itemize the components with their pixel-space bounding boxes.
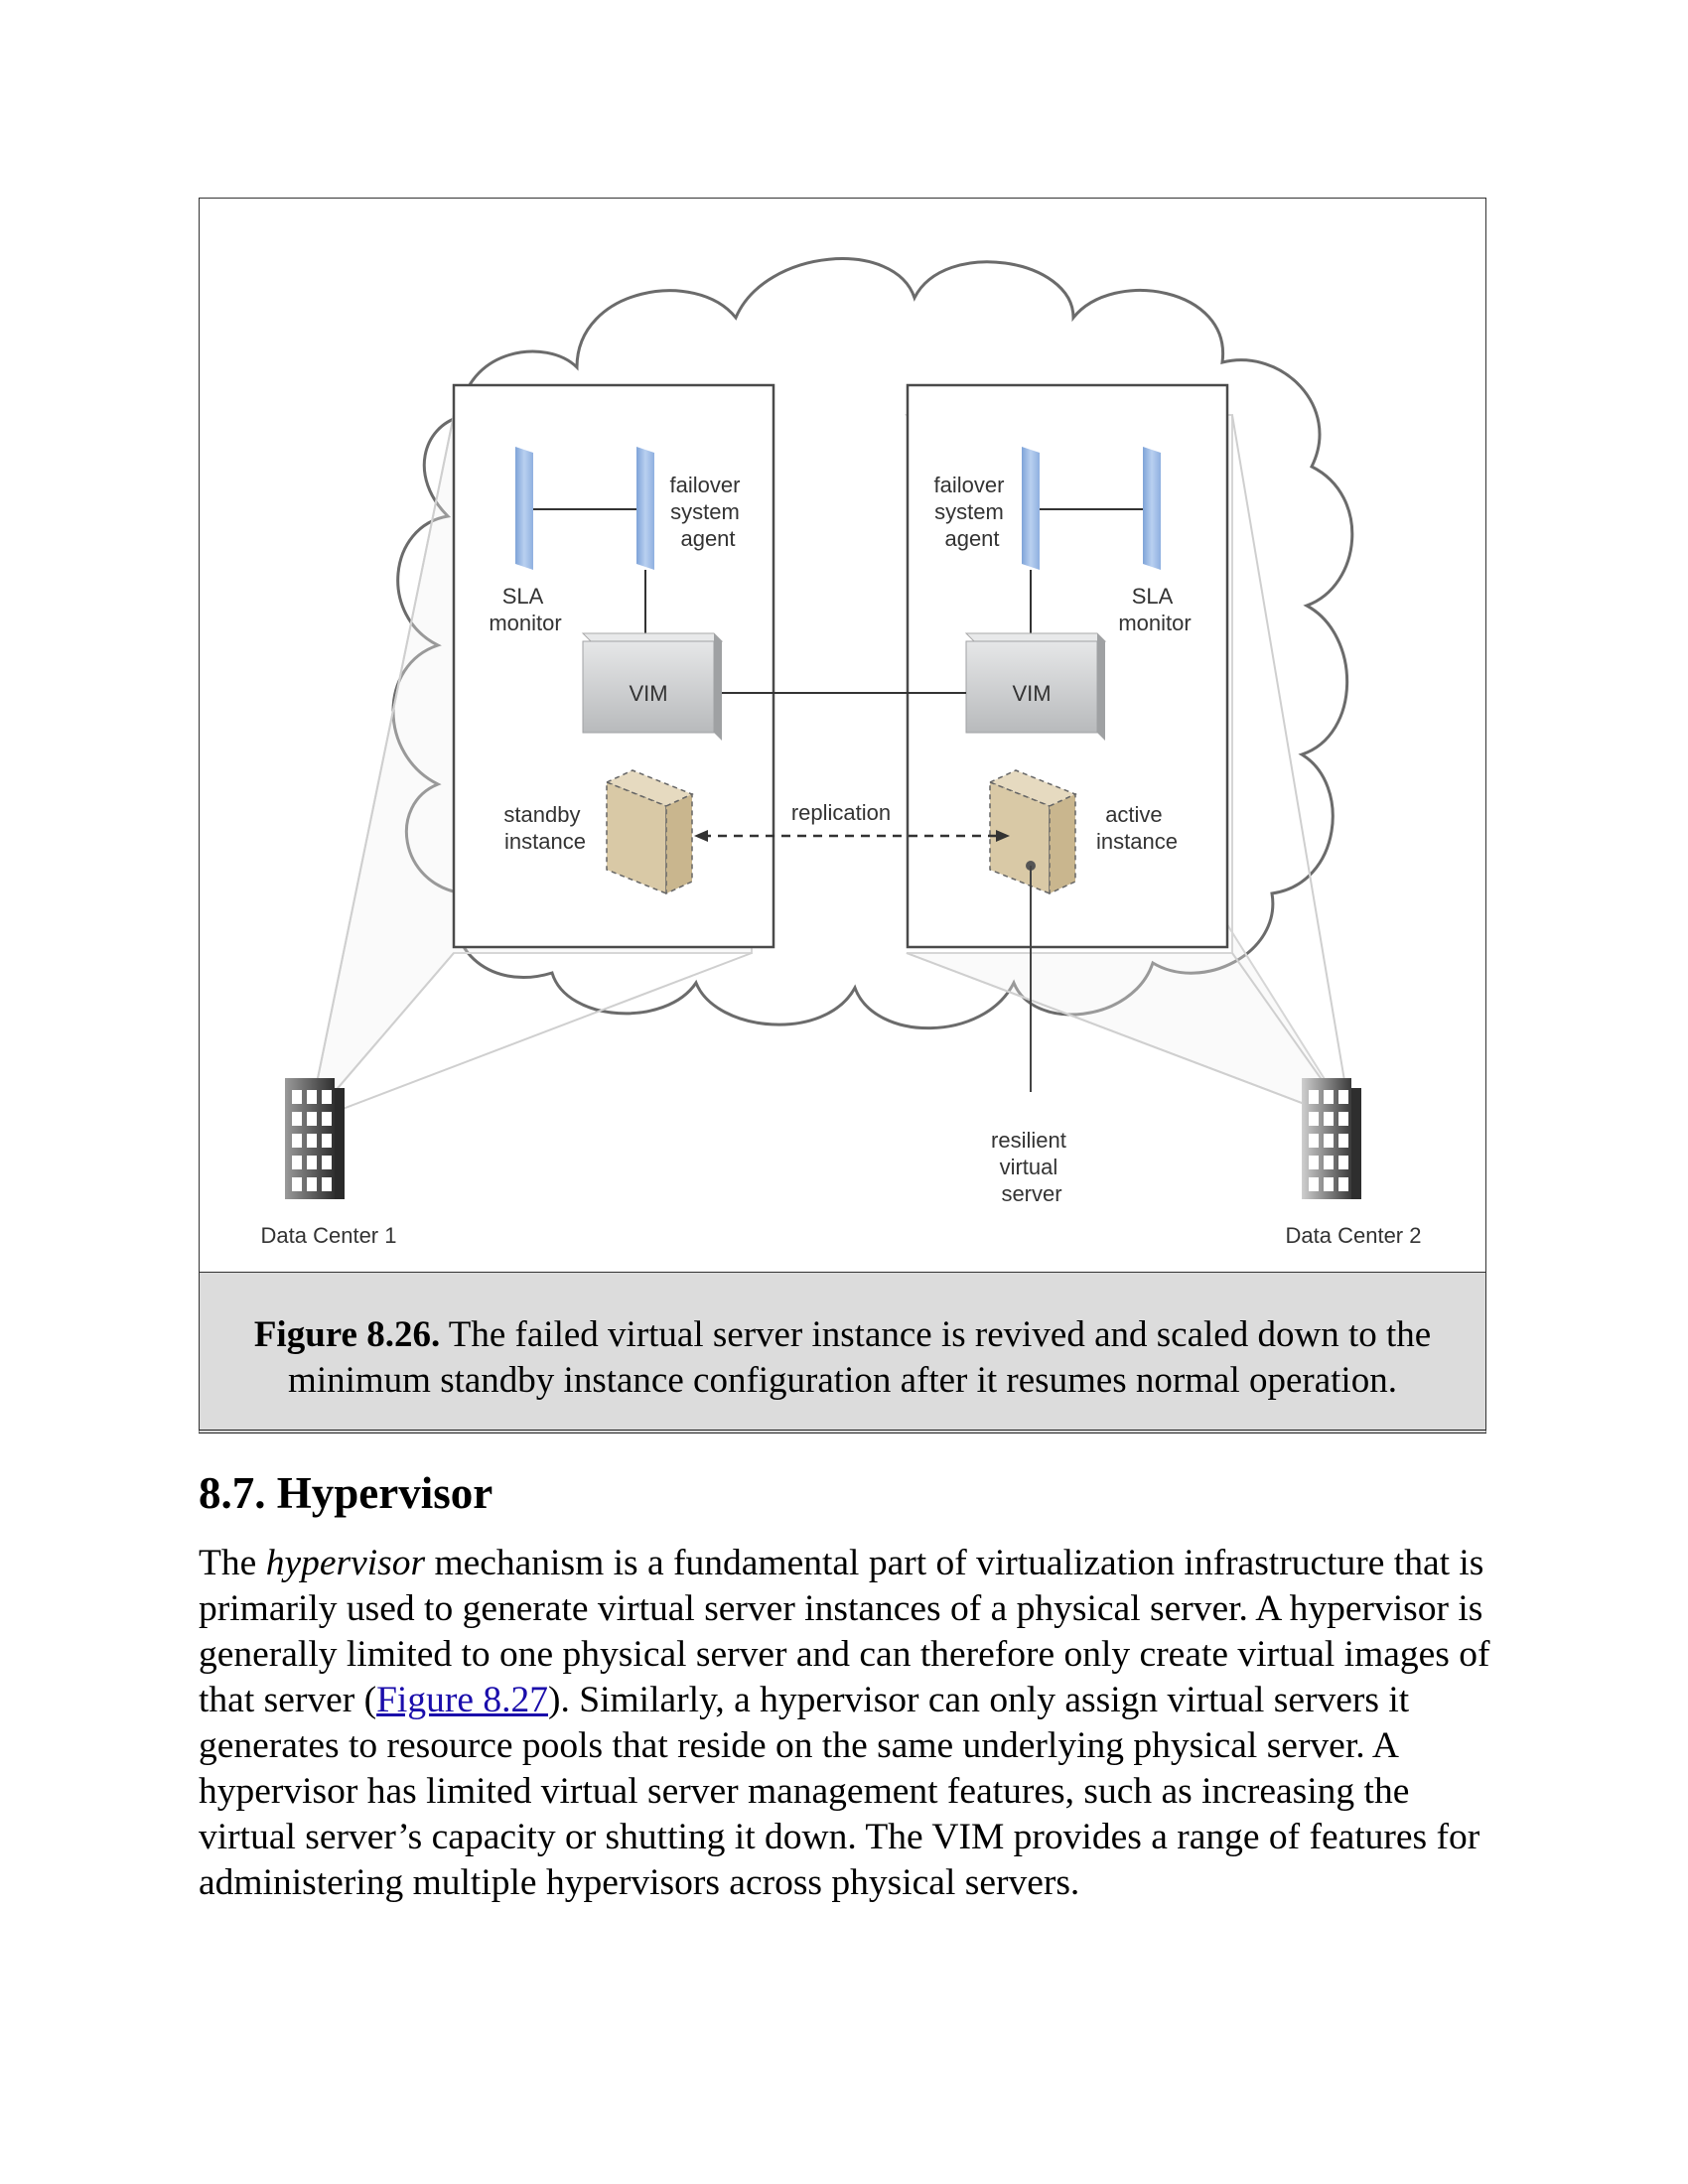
sla-monitor-bar-left (515, 447, 533, 570)
standby-server-icon (605, 769, 694, 895)
building-window (292, 1134, 302, 1148)
building-window (307, 1134, 317, 1148)
building-window (307, 1156, 317, 1169)
building-window (1324, 1112, 1334, 1126)
building-window (1309, 1134, 1319, 1148)
vim-label-left: VIM (629, 681, 667, 706)
emphasis-term: hypervisor (265, 1543, 426, 1583)
building-window (307, 1090, 317, 1104)
data-center-2-label: Data Center 2 (1286, 1223, 1422, 1248)
building-window (1324, 1177, 1334, 1191)
failover-agent-bar-right (1022, 447, 1040, 570)
failover-agent-label-right: failover system agent (933, 473, 1010, 551)
sla-monitor-label-right: SLA monitor (1118, 584, 1191, 635)
data-center-1-label: Data Center 1 (261, 1223, 397, 1248)
building-window (1309, 1177, 1319, 1191)
building-window (322, 1090, 332, 1104)
figure-link[interactable]: Figure 8.27 (376, 1680, 548, 1720)
vim-label-right: VIM (1012, 681, 1051, 706)
building-window (322, 1112, 332, 1126)
sla-monitor-bar-right (1143, 447, 1161, 570)
active-instance-label: active instance (1096, 802, 1178, 854)
paragraph-text: mechanism is a fundamental part of virtu… (199, 1543, 1490, 1720)
building-window (322, 1156, 332, 1169)
section-heading: 8.7. Hypervisor (199, 1468, 493, 1518)
building-window (1309, 1090, 1319, 1104)
building-window (307, 1112, 317, 1126)
body-paragraph: The hypervisor mechanism is a fundamenta… (199, 1541, 1499, 1906)
building-window (1338, 1177, 1348, 1191)
replication-label: replication (791, 800, 891, 825)
building-window (292, 1112, 302, 1126)
paragraph-text: The (199, 1543, 266, 1583)
paragraph-text: ). Similarly, a hypervisor can only assi… (199, 1680, 1480, 1903)
building-window (1338, 1090, 1348, 1104)
projection-rays (308, 414, 1352, 1123)
building-window (307, 1177, 317, 1191)
building-window (292, 1090, 302, 1104)
figure-diagram: failover system agent SLA monitor VIM st… (199, 198, 1486, 1273)
vim-box-right (964, 632, 1107, 741)
building-window (1309, 1112, 1319, 1126)
building-window (1324, 1156, 1334, 1169)
caption-text: The failed virtual server instance is re… (288, 1314, 1432, 1401)
figure-caption: Figure 8.26. The failed virtual server i… (200, 1312, 1485, 1404)
resilient-server-diagram: failover system agent SLA monitor VIM st… (261, 257, 1422, 1248)
building-window (1324, 1134, 1334, 1148)
failover-agent-label-left: failover system agent (669, 473, 746, 551)
building-window (1338, 1112, 1348, 1126)
failover-agent-bar-left (636, 447, 654, 570)
figure-number: Figure 8.26. (253, 1314, 441, 1355)
building-window (1324, 1090, 1334, 1104)
building-window (1338, 1156, 1348, 1169)
sla-monitor-label-left: SLA monitor (489, 584, 561, 635)
building-window (292, 1177, 302, 1191)
figure-caption-box: Figure 8.26. The failed virtual server i… (199, 1273, 1486, 1433)
building-window (292, 1156, 302, 1169)
building-window (322, 1177, 332, 1191)
vim-box-left (581, 632, 724, 741)
building-window (1309, 1156, 1319, 1169)
building-window (1338, 1134, 1348, 1148)
standby-instance-label: standby instance (503, 802, 586, 854)
building-window (322, 1134, 332, 1148)
resilient-virtual-server-label: resilient virtual server (991, 1128, 1072, 1206)
